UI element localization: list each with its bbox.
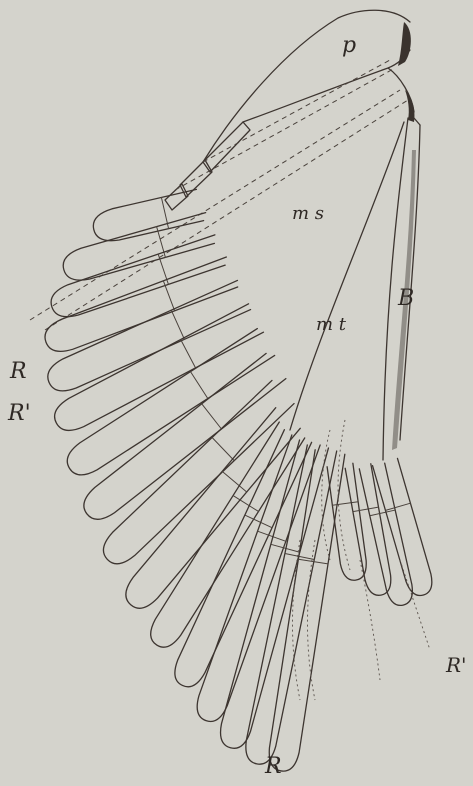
label-R-prime-left: R' — [7, 401, 31, 426]
label-R-left: R — [9, 359, 27, 384]
label-ms: m s — [292, 203, 324, 224]
label-p: p — [342, 33, 356, 58]
label-R-bottom: R — [264, 754, 282, 779]
label-R-prime-right: R' — [445, 653, 467, 677]
label-mt: m t — [316, 314, 347, 335]
label-B: B — [397, 286, 414, 311]
